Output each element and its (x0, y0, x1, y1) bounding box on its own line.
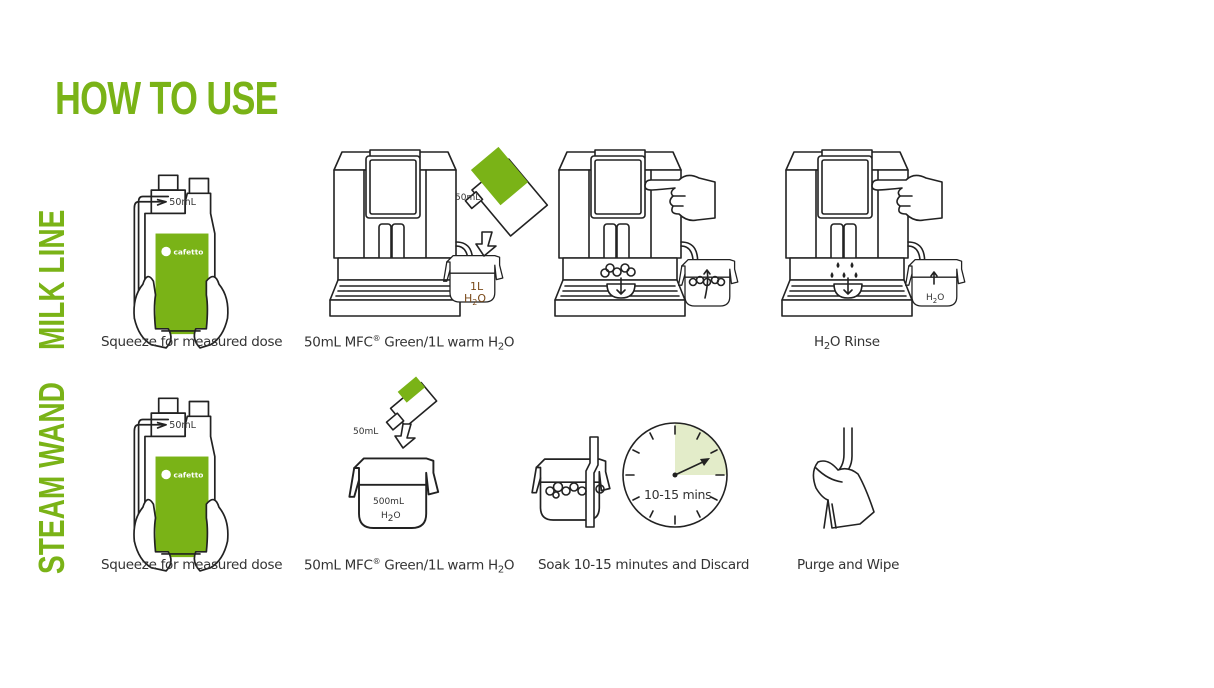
milk-step4-rinse-illustration: H2O (781, 149, 977, 320)
milk-step3-clean-cycle-illustration (554, 149, 750, 320)
steam-step2-pour-into-jug-illustration: 50mL 500mL H2O (345, 376, 455, 538)
caption-text: O (503, 557, 515, 574)
svg-text:500mL: 500mL (373, 497, 404, 507)
steam-step4-purge-wipe-illustration (808, 427, 882, 530)
steam-step3-soak-jug-illustration (528, 435, 620, 535)
subscript: 2 (497, 564, 504, 576)
steam-step1-squeeze-bottle-illustration (122, 393, 242, 573)
caption-text: 50mL MFC (304, 334, 373, 351)
svg-text:1L: 1L (470, 280, 484, 293)
svg-text:H2O: H2O (926, 293, 944, 305)
caption-text: Green/1L warm H (380, 557, 498, 574)
milk-step4-caption: H2O Rinse (814, 334, 880, 352)
subscript: 2 (823, 341, 830, 352)
caption-text: 50mL MFC (304, 557, 373, 574)
milk-step1-squeeze-bottle-illustration (122, 170, 242, 350)
svg-text:50mL: 50mL (455, 193, 480, 203)
caption-text: Green/1L warm H (380, 334, 498, 351)
milk-step1-caption: Squeeze for measured dose (101, 334, 283, 350)
steam-step2-caption: 50mL MFC® Green/1L warm H2O (304, 557, 515, 576)
milk-step2-machine-pour-illustration: 1L H2O 50mL (329, 146, 549, 320)
caption-text: O (503, 334, 515, 351)
timer-clock-icon (620, 420, 730, 530)
registered-mark: ® (372, 557, 381, 566)
svg-text:H2O: H2O (464, 292, 486, 307)
svg-text:H2O: H2O (381, 511, 401, 524)
svg-text:50mL: 50mL (353, 427, 378, 437)
registered-mark: ® (372, 334, 381, 343)
page-title: HOW TO USE (55, 72, 279, 124)
steam-step3-caption: Soak 10-15 minutes and Discard (538, 557, 750, 573)
clock-duration-label: 10-15 mins (644, 487, 712, 502)
steam-step4-caption: Purge and Wipe (797, 557, 900, 573)
subscript: 2 (497, 341, 504, 353)
caption-text: O Rinse (829, 334, 880, 350)
section-label-steam-wand: STEAM WAND (31, 382, 72, 574)
caption-text: H (814, 334, 824, 350)
milk-step2-caption: 50mL MFC® Green/1L warm H2O (304, 334, 515, 353)
section-label-milk-line: MILK LINE (31, 209, 72, 350)
steam-step1-caption: Squeeze for measured dose (101, 557, 283, 573)
